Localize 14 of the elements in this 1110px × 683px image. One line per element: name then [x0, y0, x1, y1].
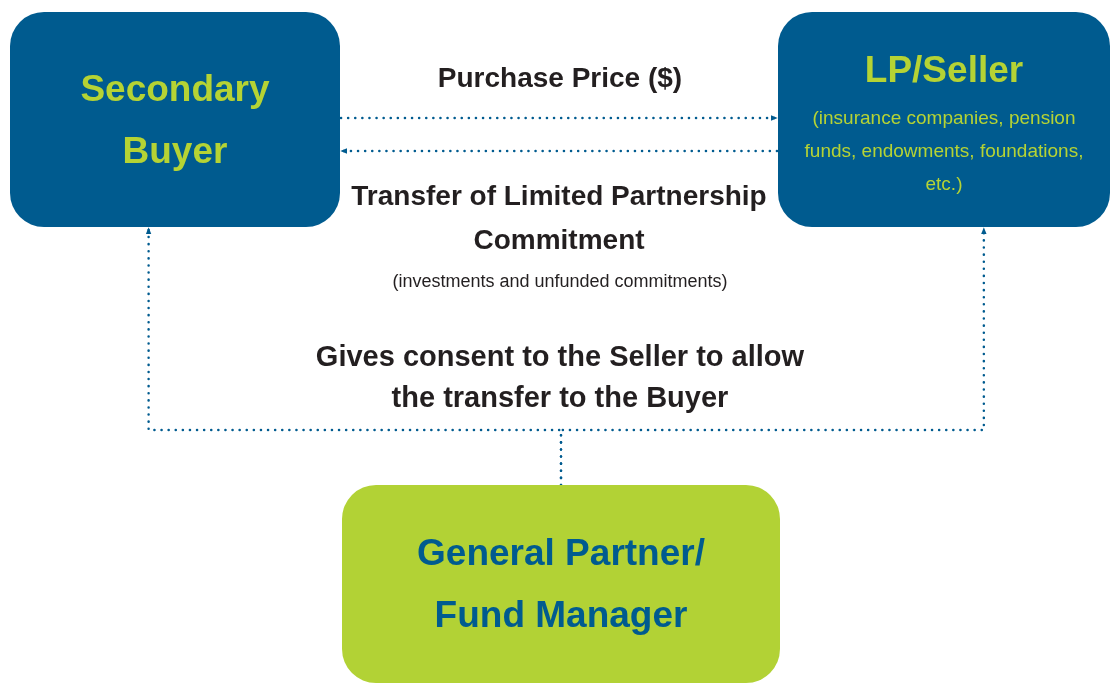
node-title: General Partner/ Fund Manager [416, 531, 706, 637]
dotted-arrow [339, 115, 779, 121]
dotted-arrow [339, 148, 779, 154]
node-title: LP/Seller [864, 48, 1024, 92]
rounded-box [10, 12, 340, 227]
rounded-box [342, 485, 780, 683]
node-subtitle: (insurance companies, pension funds, endowments, foundations, etc.) [804, 106, 1084, 196]
dotted-arrow [559, 226, 987, 487]
node-title: Secondary Buyer [79, 66, 271, 173]
consent-label: Gives consent to the Seller to allow the transfer to the Buyer [314, 339, 806, 415]
edge-label: Purchase Price ($) [436, 61, 684, 95]
edge-label: Transfer of Limited Partnership Commitment [350, 179, 768, 257]
rounded-box [778, 12, 1110, 227]
note-text: (investments and unfunded commitments) [391, 270, 729, 293]
